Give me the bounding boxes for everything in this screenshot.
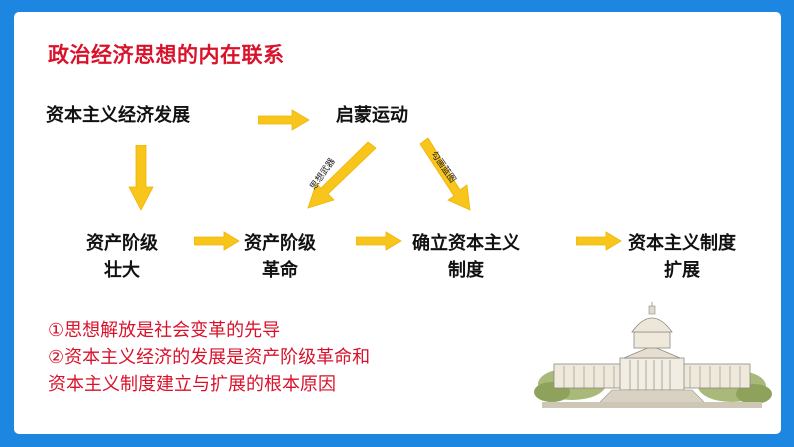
notes-block: ①思想解放是社会变革的先导 ②资本主义经济的发展是资产阶级革命和 资本主义制度建… bbox=[48, 317, 370, 398]
page-title: 政治经济思想的内在联系 bbox=[48, 43, 285, 67]
node-bourgeoisie-grow: 资产阶级 壮大 bbox=[86, 230, 158, 284]
note-line-1: ①思想解放是社会变革的先导 bbox=[48, 320, 281, 341]
node-bourgeois-revolution-line1: 资产阶级 bbox=[244, 233, 316, 254]
note-line-2: ②资本主义经济的发展是资产阶级革命和 bbox=[48, 347, 371, 368]
node-establish-system-line1: 确立资本主义 bbox=[412, 233, 520, 254]
node-capitalist-economy: 资本主义经济发展 bbox=[46, 102, 190, 129]
arrow-establish-to-expand-icon bbox=[576, 231, 622, 251]
arrow-enlightenment-to-revolution-icon bbox=[307, 141, 377, 209]
node-establish-system-line2: 制度 bbox=[448, 260, 484, 281]
arrow-economy-down-icon bbox=[128, 145, 154, 211]
node-capitalist-economy-label: 资本主义经济发展 bbox=[46, 105, 190, 126]
arrow-revolution-to-establish-icon bbox=[356, 231, 402, 251]
node-expand-system-line1: 资本主义制度 bbox=[628, 233, 736, 254]
node-enlightenment: 启蒙运动 bbox=[336, 102, 408, 129]
arrow-economy-to-enlightenment-icon bbox=[258, 109, 310, 131]
node-bourgeoisie-grow-line2: 壮大 bbox=[104, 260, 140, 281]
node-bourgeois-revolution: 资产阶级 革命 bbox=[244, 230, 316, 284]
slide-canvas: 政治经济思想的内在联系 资本主义经济发展 启蒙运动 资产阶级 壮大 资产阶级 革… bbox=[14, 12, 781, 434]
arrow-grow-to-revolution-icon bbox=[194, 231, 240, 251]
node-bourgeois-revolution-line2: 革命 bbox=[262, 260, 298, 281]
node-bourgeoisie-grow-line1: 资产阶级 bbox=[86, 233, 158, 254]
arrow-enlightenment-to-establish-icon bbox=[419, 137, 471, 211]
node-expand-system-line2: 扩展 bbox=[664, 260, 700, 281]
node-enlightenment-label: 启蒙运动 bbox=[336, 105, 408, 126]
node-expand-system: 资本主义制度 扩展 bbox=[628, 230, 736, 284]
node-establish-system: 确立资本主义 制度 bbox=[412, 230, 520, 284]
note-line-3: 资本主义制度建立与扩展的根本原因 bbox=[48, 374, 336, 395]
capitol-building-icon bbox=[534, 302, 772, 408]
